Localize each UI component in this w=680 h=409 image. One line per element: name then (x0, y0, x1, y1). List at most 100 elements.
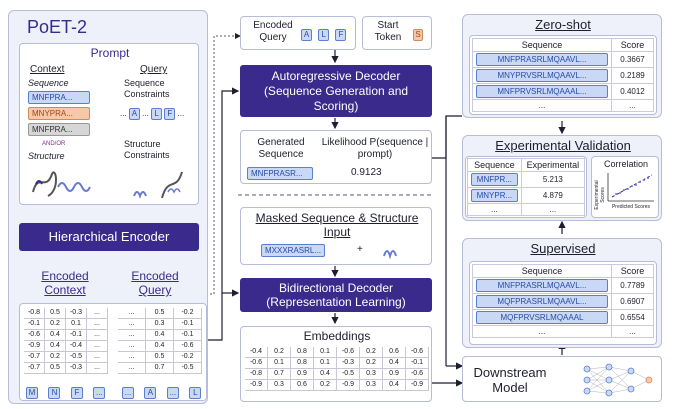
matrix-cell: -0.1 (66, 330, 87, 341)
col-header: Sequence (471, 38, 613, 52)
query-matrix: ...0.5-0.2...0.3-0.1...0.4-0.1...0.4-0.6… (118, 308, 202, 374)
matrix-cell: 0.9 (291, 369, 314, 380)
matrix-cell: ... (87, 341, 108, 352)
eq-token: L (318, 29, 330, 41)
score-cell: 0.7789 (611, 277, 654, 294)
table-row: MNFPRVSRLMQAAAL...0.4012 (471, 83, 654, 100)
matrix-cell: 0.7 (268, 369, 291, 380)
hierarchical-encoder: Hierarchical Encoder (19, 223, 199, 251)
matrix-cell: 0.1 (314, 358, 337, 369)
and-or-label: AND/OR (42, 141, 66, 147)
matrix-cell: -0.3 (337, 358, 360, 369)
correlation-plot (607, 173, 654, 202)
matrix-cell: 0.2 (314, 380, 337, 391)
matrix-cell: -0.1 (24, 319, 45, 330)
table-row: ...... (471, 99, 654, 112)
likelihood-value: 0.9123 (351, 167, 382, 178)
matrix-cell: -0.1 (406, 358, 429, 369)
correlation-ylabel: Experimental Scores (594, 180, 606, 210)
seq-cell: MNFPR... (471, 173, 518, 186)
col-header: Sequence (471, 264, 613, 278)
matrix-cell: ... (118, 363, 146, 374)
sequence-label: Sequence (28, 78, 69, 88)
struct-constraints: Structure Constraints (124, 139, 170, 160)
matrix-cell: -0.2 (174, 308, 202, 319)
matrix-cell: ... (87, 352, 108, 363)
matrix-cell: 0.2 (360, 358, 383, 369)
matrix-cell: -0.3 (66, 363, 87, 374)
encoded-query-box: Encoded Query A L F (240, 16, 356, 50)
matrix-cell: -0.2 (174, 352, 202, 363)
ellipsis-cell: ... (471, 99, 613, 112)
downstream-model-box: Downstream Model (462, 356, 662, 402)
matrix-cell: 0.1 (66, 319, 87, 330)
query-token: F (164, 108, 176, 120)
seq-cell: MQFPRVSRLMQAAAL (476, 311, 609, 324)
exp-val-title: Experimental Validation (495, 138, 631, 153)
matrix-cell: 0.4 (383, 380, 406, 391)
context-token-row: M N F ... (26, 382, 106, 400)
score-cell: 0.3667 (611, 51, 654, 68)
correlation-xlabel: Predicted Scores (611, 204, 651, 210)
score-cell: 0.4012 (611, 83, 654, 100)
matrix-cell: ... (118, 352, 146, 363)
encoded-context-label: Encoded Context (41, 269, 89, 297)
table-row: MNFPRASRLMQAAVL...0.7789 (471, 277, 654, 294)
matrix-cell: 0.4 (45, 341, 66, 352)
ellipsis-cell: ... (467, 203, 522, 216)
matrix-cell: 0.6 (383, 347, 406, 358)
query-title: Query (140, 64, 168, 75)
matrix-cell: 0.4 (383, 358, 406, 369)
score-cell: 0.6907 (611, 293, 654, 310)
matrix-cell: ... (118, 308, 146, 319)
query-token: ... (142, 109, 149, 118)
query-token: A (128, 108, 140, 120)
matrix-cell: 0.6 (291, 380, 314, 391)
col-header: Score (611, 264, 654, 278)
matrix-cell: -0.5 (174, 363, 202, 374)
matrix-cell: -0.7 (24, 352, 45, 363)
value-cell: 5.213 (520, 171, 586, 188)
seq-cell: MNFPRASRLMQAAVL... (476, 53, 609, 66)
matrix-cell: -0.5 (66, 352, 87, 363)
neural-network-icon (583, 363, 653, 397)
matrix-cell: 0.2 (45, 352, 66, 363)
seq-cell: MNYPRVSRLMQAAVL... (476, 69, 609, 82)
ellipsis-cell: ... (611, 99, 654, 112)
matrix-cell: 0.5 (146, 352, 174, 363)
matrix-cell: -0.6 (245, 358, 268, 369)
matrix-cell: 0.3 (146, 319, 174, 330)
matrix-cell: ... (118, 319, 146, 330)
start-token: S (413, 29, 423, 41)
matrix-cell: -0.6 (406, 347, 429, 358)
seq-cell: MNFPRVSRLMQAAAL... (476, 85, 609, 98)
query-token: ... (166, 387, 179, 399)
query-token: L (189, 387, 202, 399)
ellipsis-cell: ... (520, 203, 586, 216)
score-cell: 0.6554 (611, 309, 654, 326)
table-row: ...... (471, 325, 654, 338)
context-seq-1: MNFPRA... (28, 91, 90, 104)
supervised-title: Supervised (530, 241, 596, 256)
prompt-box: Prompt Context Query Sequence MNFPRA... … (19, 43, 199, 205)
matrix-cell: -0.8 (24, 308, 45, 319)
seq-cell: MNFPRASRLMQAAVL... (476, 279, 609, 292)
table-row: MNFPR...5.213 (467, 171, 586, 188)
matrix-cell: 0.8 (291, 358, 314, 369)
matrix-cell: ... (87, 330, 108, 341)
ellipsis-cell: ... (611, 325, 654, 338)
matrix-cell: -0.9 (406, 380, 429, 391)
eq-token-row: A L F (301, 29, 347, 41)
matrix-cell: 0.2 (45, 319, 66, 330)
matrix-cell: 0.5 (146, 308, 174, 319)
matrix-cell: 0.2 (268, 347, 291, 358)
matrix-cell: 0.7 (146, 363, 174, 374)
matrix-cell: 0.1 (268, 358, 291, 369)
